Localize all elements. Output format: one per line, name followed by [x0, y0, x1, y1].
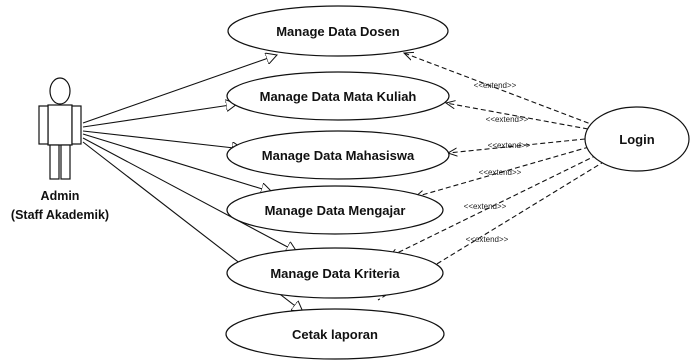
- actor-figure: [38, 77, 82, 180]
- association-matkul: [82, 104, 237, 128]
- use-case-label: Cetak laporan: [292, 327, 378, 342]
- use-case-label: Manage Data Dosen: [276, 24, 400, 39]
- login-node: Login: [584, 106, 690, 172]
- actor-body: [47, 104, 73, 146]
- extend-line-mengajar: [415, 146, 590, 197]
- use-case-label: Manage Data Mata Kuliah: [260, 89, 417, 104]
- use-case-label: Manage Data Kriteria: [270, 266, 400, 281]
- use-case-kriteria: Manage Data Kriteria: [226, 247, 444, 299]
- extend-line-dosen: [404, 53, 597, 127]
- use-case-ellipse: [226, 247, 444, 299]
- use-case-mengajar: Manage Data Mengajar: [226, 185, 444, 235]
- extend-line-laporan: [377, 160, 606, 301]
- login-label: Login: [619, 132, 654, 147]
- extend-lines: [377, 53, 606, 301]
- use-case-ellipse: [226, 185, 444, 235]
- actor-left-leg: [49, 144, 60, 180]
- actor-name: Admin: [41, 189, 80, 203]
- use-case-mahasiswa: Manage Data Mahasiswa: [226, 130, 450, 180]
- use-case-ellipse: [225, 308, 445, 360]
- extend-label-mahasiswa: <<extend>>: [488, 141, 531, 150]
- association-mengajar: [82, 133, 272, 192]
- actor-role: (Staff Akademik): [11, 208, 109, 222]
- extend-line-kriteria: [389, 154, 598, 257]
- association-dosen: [82, 55, 277, 124]
- use-case-label: Manage Data Mengajar: [265, 203, 406, 218]
- association-mahasiswa: [82, 130, 243, 149]
- actor-right-arm: [71, 105, 82, 145]
- use-case-ellipse: [226, 130, 450, 180]
- extend-label-matkul: <<extend>>: [486, 115, 529, 124]
- extend-label-mengajar: <<extend>>: [479, 168, 522, 177]
- use-case-label: Manage Data Mahasiswa: [262, 148, 415, 163]
- actor-right-leg: [60, 144, 71, 180]
- extend-line-mahasiswa: [448, 138, 586, 153]
- login-ellipse: [584, 106, 690, 172]
- actor-head: [49, 77, 71, 105]
- extend-label-dosen: <<extend>>: [474, 81, 517, 90]
- actor-left-arm: [38, 105, 49, 145]
- extend-label-kriteria: <<extend>>: [464, 202, 507, 211]
- use-case-laporan: Cetak laporan: [225, 308, 445, 360]
- use-case-ellipse: [226, 71, 450, 121]
- extend-line-matkul: [446, 103, 589, 130]
- use-case-dosen: Manage Data Dosen: [227, 5, 449, 57]
- use-case-ellipse: [227, 5, 449, 57]
- extend-label-laporan: <<extend>>: [466, 235, 509, 244]
- use-case-matkul: Manage Data Mata Kuliah: [226, 71, 450, 121]
- association-kriteria: [82, 137, 297, 252]
